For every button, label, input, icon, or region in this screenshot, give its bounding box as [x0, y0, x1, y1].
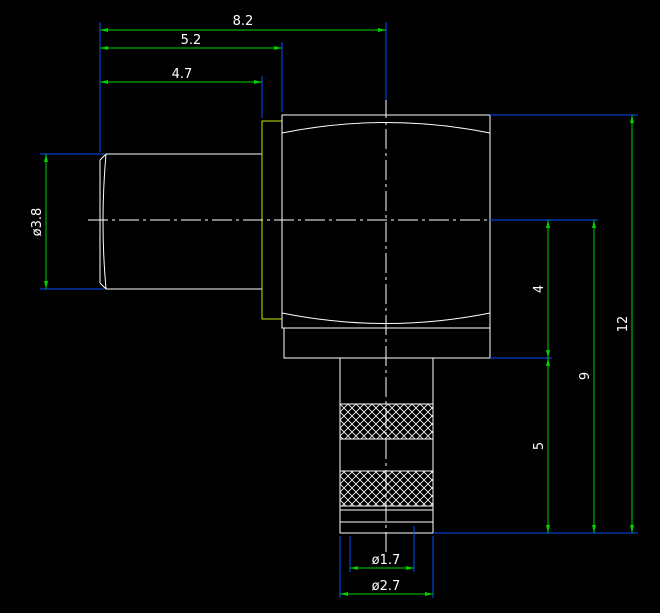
dim-label-4: 4 [532, 285, 547, 293]
dimension-lines [44, 28, 634, 596]
dim-label-5: 5 [532, 442, 547, 450]
dim-label-4-7: 4.7 [172, 67, 193, 82]
dim-label-diameter-2-7: ø2.7 [372, 579, 401, 594]
dim-label-12: 12 [616, 316, 631, 333]
dim-label-8-2: 8.2 [233, 14, 254, 29]
dim-label-diameter-1-7: ø1.7 [372, 553, 401, 568]
dim-label-9: 9 [578, 372, 593, 380]
dimension-labels: 8.2 5.2 4.7 ø3.8 12 9 4 5 ø1.7 ø2.7 [30, 14, 631, 594]
part-outline [99, 114, 491, 534]
extension-lines [40, 22, 638, 598]
lower-collar [283, 327, 491, 359]
dim-label-5-2: 5.2 [181, 33, 202, 48]
cable-sleeve [99, 153, 262, 290]
dim-label-diameter-3-8: ø3.8 [30, 208, 45, 237]
center-lines [88, 98, 598, 555]
